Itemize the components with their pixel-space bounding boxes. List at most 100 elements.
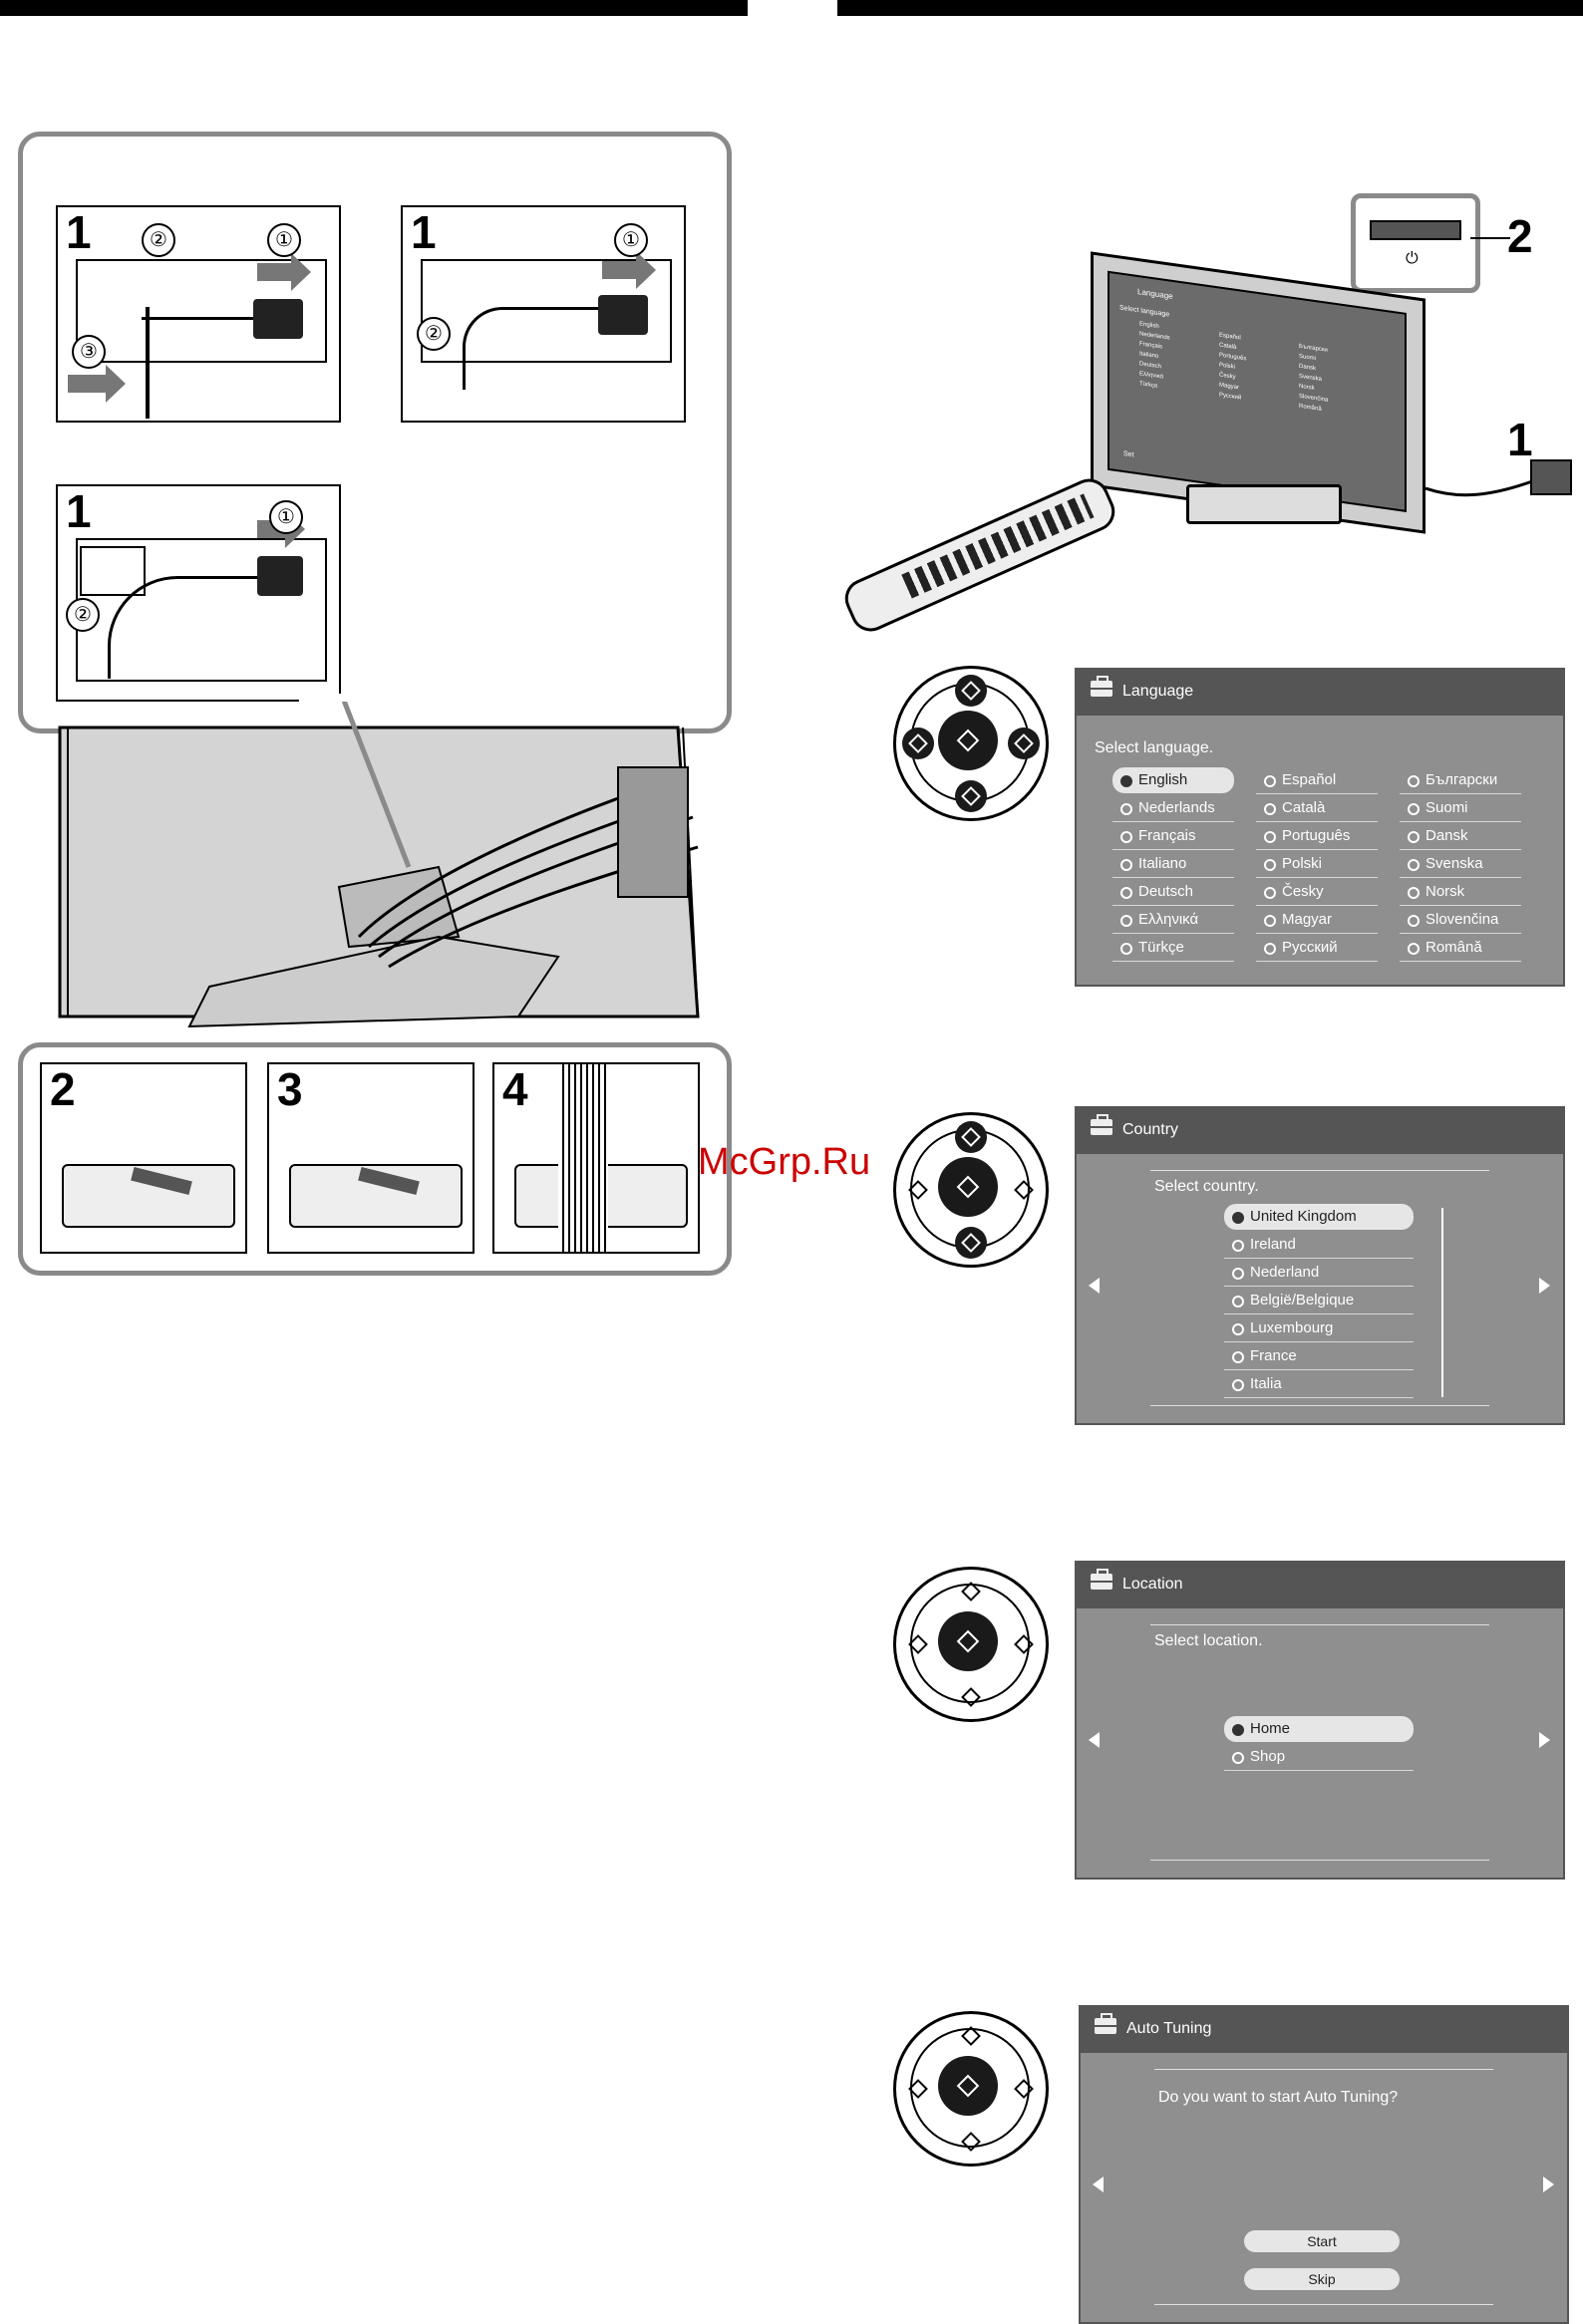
- radio-icon: [1232, 1296, 1244, 1307]
- power-button-callout: ⏻: [1351, 193, 1480, 293]
- language-option[interactable]: Česky: [1256, 879, 1378, 906]
- country-screen: Country Select country. United Kingdom I…: [1075, 1106, 1565, 1425]
- radio-icon: [1264, 887, 1276, 899]
- header-bar-left: [0, 0, 748, 16]
- tv-back-outline: [421, 259, 672, 363]
- language-option[interactable]: Română: [1400, 935, 1521, 962]
- country-option[interactable]: Italia: [1224, 1371, 1414, 1398]
- radio-icon: [1408, 915, 1420, 927]
- toolbox-icon: [1095, 2013, 1116, 2034]
- language-option[interactable]: Català: [1256, 795, 1378, 822]
- ok-button: [938, 1611, 998, 1671]
- screen-prompt: Select language.: [1095, 739, 1214, 756]
- marker-3: ③: [72, 335, 106, 369]
- power-plug: [598, 295, 648, 335]
- start-button[interactable]: Start: [1244, 2230, 1400, 2252]
- remote-control: [838, 472, 1121, 638]
- language-option[interactable]: Nederlands: [1112, 795, 1234, 822]
- radio-icon: [1408, 859, 1420, 871]
- language-option[interactable]: Dansk: [1400, 823, 1521, 850]
- radio-icon: [1408, 887, 1420, 899]
- language-option[interactable]: Slovenčina: [1400, 907, 1521, 934]
- step-number: 1: [66, 206, 92, 258]
- language-option[interactable]: Ελληνικά: [1112, 907, 1234, 934]
- location-option[interactable]: Shop: [1224, 1744, 1414, 1771]
- screen-header: Language: [1077, 670, 1563, 716]
- step-number: 3: [277, 1063, 303, 1115]
- radio-icon: [1120, 803, 1132, 815]
- left-arrow-icon[interactable]: [1093, 2177, 1104, 2192]
- arrow-right-icon: [602, 251, 656, 289]
- language-option[interactable]: Türkçe: [1112, 935, 1234, 962]
- radio-icon: [1408, 831, 1420, 843]
- right-icon: [1008, 1628, 1040, 1660]
- country-option[interactable]: Luxembourg: [1224, 1315, 1414, 1342]
- right-arrow-icon[interactable]: [1539, 1278, 1550, 1294]
- left-icon: [902, 2073, 934, 2105]
- radio-icon: [1232, 1752, 1244, 1764]
- step-panel-4: 4: [492, 1062, 700, 1254]
- radio-icon: [1120, 831, 1132, 843]
- left-icon: [902, 727, 934, 759]
- marker-2: ②: [66, 598, 100, 632]
- step-number: 1: [411, 206, 437, 258]
- left-arrow-icon[interactable]: [1089, 1732, 1100, 1748]
- down-icon: [955, 1681, 987, 1713]
- divider: [1154, 2304, 1493, 2305]
- country-option[interactable]: France: [1224, 1343, 1414, 1370]
- up-icon: [955, 2020, 987, 2052]
- right-icon: [1008, 2073, 1040, 2105]
- location-option[interactable]: Home: [1224, 1716, 1414, 1742]
- language-option[interactable]: Suomi: [1400, 795, 1521, 822]
- country-option[interactable]: België/Belgique: [1224, 1288, 1414, 1314]
- location-screen: Location Select location. Home Shop: [1075, 1561, 1565, 1880]
- down-icon: [955, 780, 987, 812]
- power-cord: [463, 307, 605, 390]
- screen-title: Location: [1122, 1576, 1183, 1593]
- country-option[interactable]: United Kingdom: [1224, 1204, 1414, 1230]
- language-option[interactable]: Magyar: [1256, 907, 1378, 934]
- scrollbar[interactable]: [1441, 1208, 1443, 1397]
- language-option[interactable]: Français: [1112, 823, 1234, 850]
- language-option[interactable]: Русский: [1256, 935, 1378, 962]
- language-option[interactable]: English: [1112, 767, 1234, 793]
- left-icon: [902, 1174, 934, 1206]
- radio-icon: [1264, 803, 1276, 815]
- language-option[interactable]: Svenska: [1400, 851, 1521, 878]
- remote-pad: [893, 666, 1049, 821]
- language-option[interactable]: Norsk: [1400, 879, 1521, 906]
- tv-screen-set: Set: [1123, 450, 1134, 459]
- remote-pad: [893, 1567, 1049, 1722]
- power-button: [1370, 220, 1461, 240]
- skip-button[interactable]: Skip: [1244, 2268, 1400, 2290]
- right-arrow-icon[interactable]: [1543, 2177, 1554, 2192]
- auto-tuning-screen: Auto Tuning Do you want to start Auto Tu…: [1079, 2005, 1569, 2324]
- language-option[interactable]: Polski: [1256, 851, 1378, 878]
- language-option[interactable]: Italiano: [1112, 851, 1234, 878]
- language-option[interactable]: Português: [1256, 823, 1378, 850]
- right-arrow-icon[interactable]: [1539, 1732, 1550, 1748]
- country-option[interactable]: Ireland: [1224, 1232, 1414, 1259]
- language-option[interactable]: Deutsch: [1112, 879, 1234, 906]
- right-icon: [1008, 1174, 1040, 1206]
- tv-screen-title: Language: [1137, 286, 1173, 301]
- radio-icon: [1120, 859, 1132, 871]
- left-arrow-icon[interactable]: [1089, 1278, 1100, 1294]
- country-option[interactable]: Nederland: [1224, 1260, 1414, 1287]
- language-option[interactable]: Español: [1256, 767, 1378, 794]
- radio-icon: [1408, 943, 1420, 955]
- down-icon: [955, 2126, 987, 2158]
- radio-icon: [1120, 943, 1132, 955]
- callout-line: [1470, 237, 1510, 239]
- marker-1: ①: [269, 500, 303, 534]
- callout-1: 1: [1507, 414, 1533, 465]
- step-panel-3: 3: [267, 1062, 475, 1254]
- up-icon: [955, 675, 987, 707]
- radio-icon: [1264, 915, 1276, 927]
- radio-icon: [1264, 775, 1276, 787]
- step-panel-1b: 1 ① ②: [401, 205, 686, 423]
- language-option[interactable]: Български: [1400, 767, 1521, 794]
